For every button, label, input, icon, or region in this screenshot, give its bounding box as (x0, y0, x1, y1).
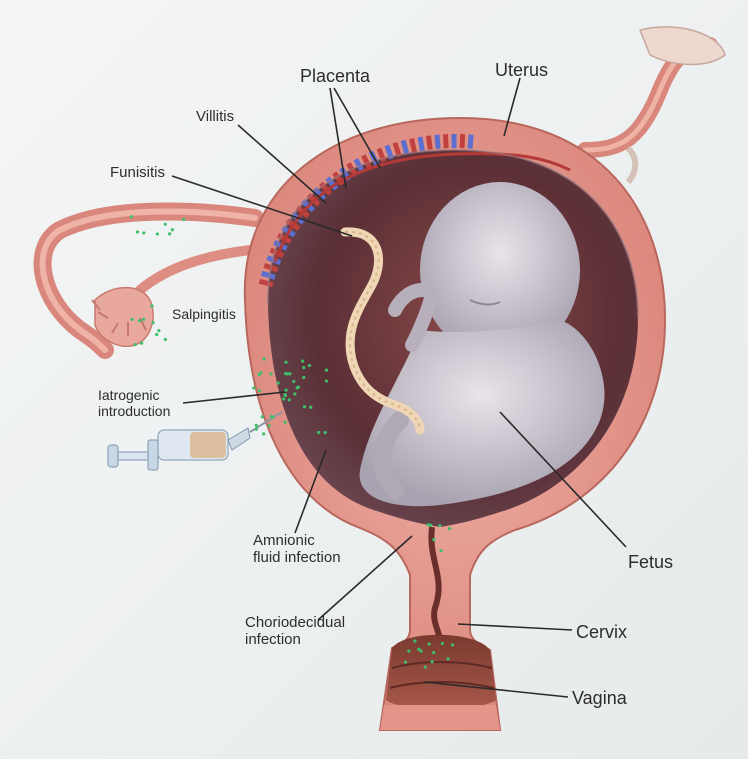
label-fetus: Fetus (628, 552, 673, 573)
label-cervix: Cervix (576, 622, 627, 643)
bacteria-dot (441, 642, 444, 645)
label-iatrogenic: Iatrogenic introduction (98, 387, 170, 419)
left-fallopian-tube (43, 211, 255, 350)
placenta-villus (428, 136, 430, 150)
label-chorio-line2: infection (245, 631, 345, 648)
bacteria-dot (267, 424, 270, 427)
bacteria-dot (138, 319, 141, 322)
bacteria-dot (136, 230, 139, 233)
bacteria-dot (134, 343, 137, 346)
bacteria-dot (262, 432, 265, 435)
placenta-villus (470, 135, 471, 149)
vagina (380, 635, 500, 730)
bacteria-dot (446, 657, 449, 660)
bacteria-dot (131, 318, 134, 321)
label-amnionic-line1: Amnionic (253, 532, 341, 549)
bacteria-dot (292, 380, 295, 383)
bacteria-dot (286, 372, 289, 375)
bacteria-dot (308, 364, 311, 367)
bacteria-dot (419, 649, 422, 652)
cervix-leader (458, 624, 572, 630)
label-iatrogenic-line1: Iatrogenic (98, 387, 170, 403)
label-amnionic-line2: fluid infection (253, 549, 341, 566)
bacteria-dot (427, 523, 430, 526)
label-chorio-line1: Choriodecidual (245, 614, 345, 631)
bacteria-dot (303, 405, 306, 408)
label-salpingitis: Salpingitis (172, 306, 236, 322)
bacteria-dot (309, 406, 312, 409)
bacteria-dot (284, 389, 287, 392)
bacteria-dot (301, 360, 304, 363)
bacteria-dot (283, 393, 286, 396)
bacteria-dot (182, 218, 185, 221)
bacteria-dot (156, 232, 159, 235)
bacteria-dot (142, 231, 145, 234)
syringe (108, 412, 282, 470)
placenta-villus (437, 135, 438, 149)
bacteria-dot (282, 397, 285, 400)
bacteria-dot (277, 381, 280, 384)
label-uterus: Uterus (495, 60, 548, 81)
bacteria-dot (297, 386, 300, 389)
bacteria-dot (140, 342, 143, 345)
bacteria-dot (317, 431, 320, 434)
placenta-villus (403, 141, 407, 155)
bacteria-dot (142, 318, 145, 321)
bacteria-dot (288, 398, 291, 401)
bacteria-dot (168, 232, 171, 235)
label-iatrogenic-line2: introduction (98, 403, 170, 419)
label-choriodecidual: Choriodecidual infection (245, 614, 345, 649)
bacteria-dot (157, 329, 160, 332)
bacteria-dot (432, 651, 435, 654)
bacteria-dot (302, 376, 305, 379)
bacteria-dot (284, 420, 287, 423)
bacteria-dot (451, 643, 454, 646)
bacteria-dot (424, 665, 427, 668)
bacteria-dot (270, 415, 273, 418)
label-placenta: Placenta (300, 66, 370, 87)
bacteria-dot (432, 538, 435, 541)
bacteria-dot (438, 524, 441, 527)
bacteria-dot (130, 215, 133, 218)
bacteria-dot (325, 379, 328, 382)
bacteria-dot (150, 304, 153, 307)
placenta-villus (420, 137, 422, 151)
bacteria-dot (255, 424, 258, 427)
bacteria-dot (151, 321, 154, 324)
label-amnionic: Amnionic fluid infection (253, 532, 341, 567)
bacteria-dot (293, 392, 296, 395)
bacteria-dot (261, 415, 264, 418)
placenta-villus (445, 134, 446, 148)
bacteria-dot (324, 431, 327, 434)
label-funisitis: Funisitis (110, 164, 165, 181)
bacteria-dot (413, 639, 416, 642)
bacteria-dot (302, 366, 305, 369)
bacteria-dot (430, 660, 433, 663)
bacteria-dot (404, 661, 407, 664)
bacteria-dot (252, 386, 255, 389)
placenta-villus (259, 281, 273, 284)
bacteria-dot (325, 369, 328, 372)
right-fallopian-tube (585, 27, 725, 182)
bacteria-dot (164, 338, 167, 341)
bacteria-dot (171, 228, 174, 231)
bacteria-dot (164, 223, 167, 226)
bacteria-dot (255, 427, 258, 430)
bacteria-dot (259, 371, 262, 374)
bacteria-dot (270, 372, 273, 375)
placenta-villus (462, 134, 463, 148)
bacteria-dot (448, 527, 451, 530)
bacteria-dot (262, 357, 265, 360)
bacteria-dot (407, 649, 410, 652)
label-villitis: Villitis (196, 108, 234, 125)
bacteria-dot (439, 549, 442, 552)
bacteria-dot (155, 333, 158, 336)
bacteria-dot (284, 361, 287, 364)
bacteria-dot (258, 389, 261, 392)
bacteria-dot (428, 642, 431, 645)
label-vagina: Vagina (572, 688, 627, 709)
placenta-villus (412, 139, 415, 153)
